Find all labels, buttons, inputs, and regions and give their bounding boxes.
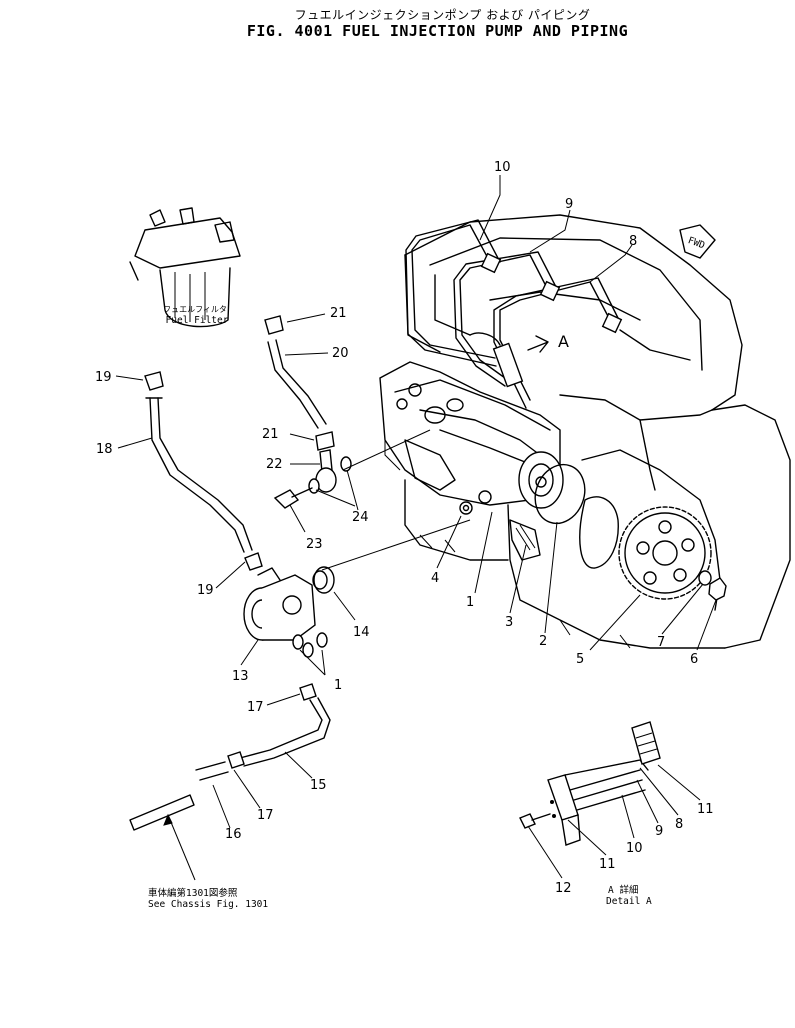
- gasket-ring: [534, 463, 586, 525]
- callout-2-gasket: 2: [539, 634, 547, 649]
- callout-3-stud: 3: [505, 615, 513, 630]
- callout-11-clamp: 11: [697, 802, 714, 817]
- view-a-label: A: [558, 332, 569, 351]
- callout-5-gear: 5: [576, 652, 584, 667]
- callout-19-clip: 19: [95, 370, 112, 385]
- chassis-note-jp: 車体編第1301図参照: [148, 887, 238, 899]
- title-japanese: フュエルインジェクションポンプ および パイピング: [294, 8, 591, 22]
- callout-12-bolt: 12: [555, 881, 572, 896]
- chassis-note-en: See Chassis Fig. 1301: [148, 899, 268, 910]
- feed-pump: [243, 567, 328, 658]
- injection-lines: A: [405, 219, 623, 409]
- fittings-19-21: [144, 315, 335, 571]
- callout-18-hose: 18: [96, 442, 113, 457]
- fuel-filter-label-jp: フュエルフィルタ: [163, 305, 227, 314]
- callout-13-feed-pump: 13: [232, 669, 249, 684]
- o-ring-14: [313, 566, 335, 594]
- callout-22-banjo: 22: [266, 457, 283, 472]
- callout-23-bolt: 23: [306, 537, 323, 552]
- callout-19-clip-lower: 19: [197, 583, 214, 598]
- figure-title: FIG. 4001 FUEL INJECTION PUMP AND PIPING: [246, 22, 629, 40]
- pipe-16: [129, 761, 229, 831]
- callout-14-o-ring: 14: [353, 625, 370, 640]
- injection-pump: [379, 361, 564, 561]
- detail-a-note-jp: A 詳細: [608, 884, 638, 896]
- fwd-label: FWD: [686, 235, 706, 251]
- callout-1-nut-feed-pump: 1: [334, 678, 342, 693]
- callout-16-pipe: 16: [225, 827, 242, 842]
- callout-9-detail: 9: [655, 824, 663, 839]
- callout-15-hose: 15: [310, 778, 327, 793]
- callout-21-clip: 21: [330, 306, 347, 321]
- callout-6-nut: 6: [690, 652, 698, 667]
- fuel-filter: フュエルフィルタ Fuel Filter: [129, 207, 241, 328]
- callout-17-clip: 17: [247, 700, 264, 715]
- callout-20-hose: 20: [332, 346, 349, 361]
- callout-11-clamp-lower: 11: [599, 857, 616, 872]
- callout-21-clip-lower: 21: [262, 427, 279, 442]
- leader-lines: [115, 175, 717, 881]
- callout-17-clip-lower: 17: [257, 808, 274, 823]
- fuel-filter-label-en: Fuel Filter: [166, 315, 229, 326]
- callout-24-washer: 24: [352, 510, 369, 525]
- hose-15: [227, 683, 331, 769]
- callout-numbers: 10 9 8 21 20 19 18 21 22 24 23 19 14 13 …: [95, 160, 714, 896]
- callout-4-nut: 4: [431, 571, 439, 586]
- callout-10-detail: 10: [626, 841, 643, 856]
- engine-block: FWD: [404, 214, 791, 649]
- callout-10-injection-line: 10: [494, 160, 511, 175]
- timing-gear: [618, 506, 727, 601]
- hose-20: [267, 339, 327, 429]
- callout-1-nut: 1: [466, 595, 474, 610]
- callout-8-injection-line: 8: [629, 234, 637, 249]
- detail-a-clamp: [519, 721, 661, 846]
- callout-8-detail: 8: [675, 817, 683, 832]
- hose-18: [145, 397, 253, 553]
- callout-9-injection-line: 9: [565, 197, 573, 212]
- callout-7-washer: 7: [657, 635, 665, 650]
- banjo-fitting: [273, 449, 352, 509]
- detail-a-note-en: Detail A: [606, 896, 652, 907]
